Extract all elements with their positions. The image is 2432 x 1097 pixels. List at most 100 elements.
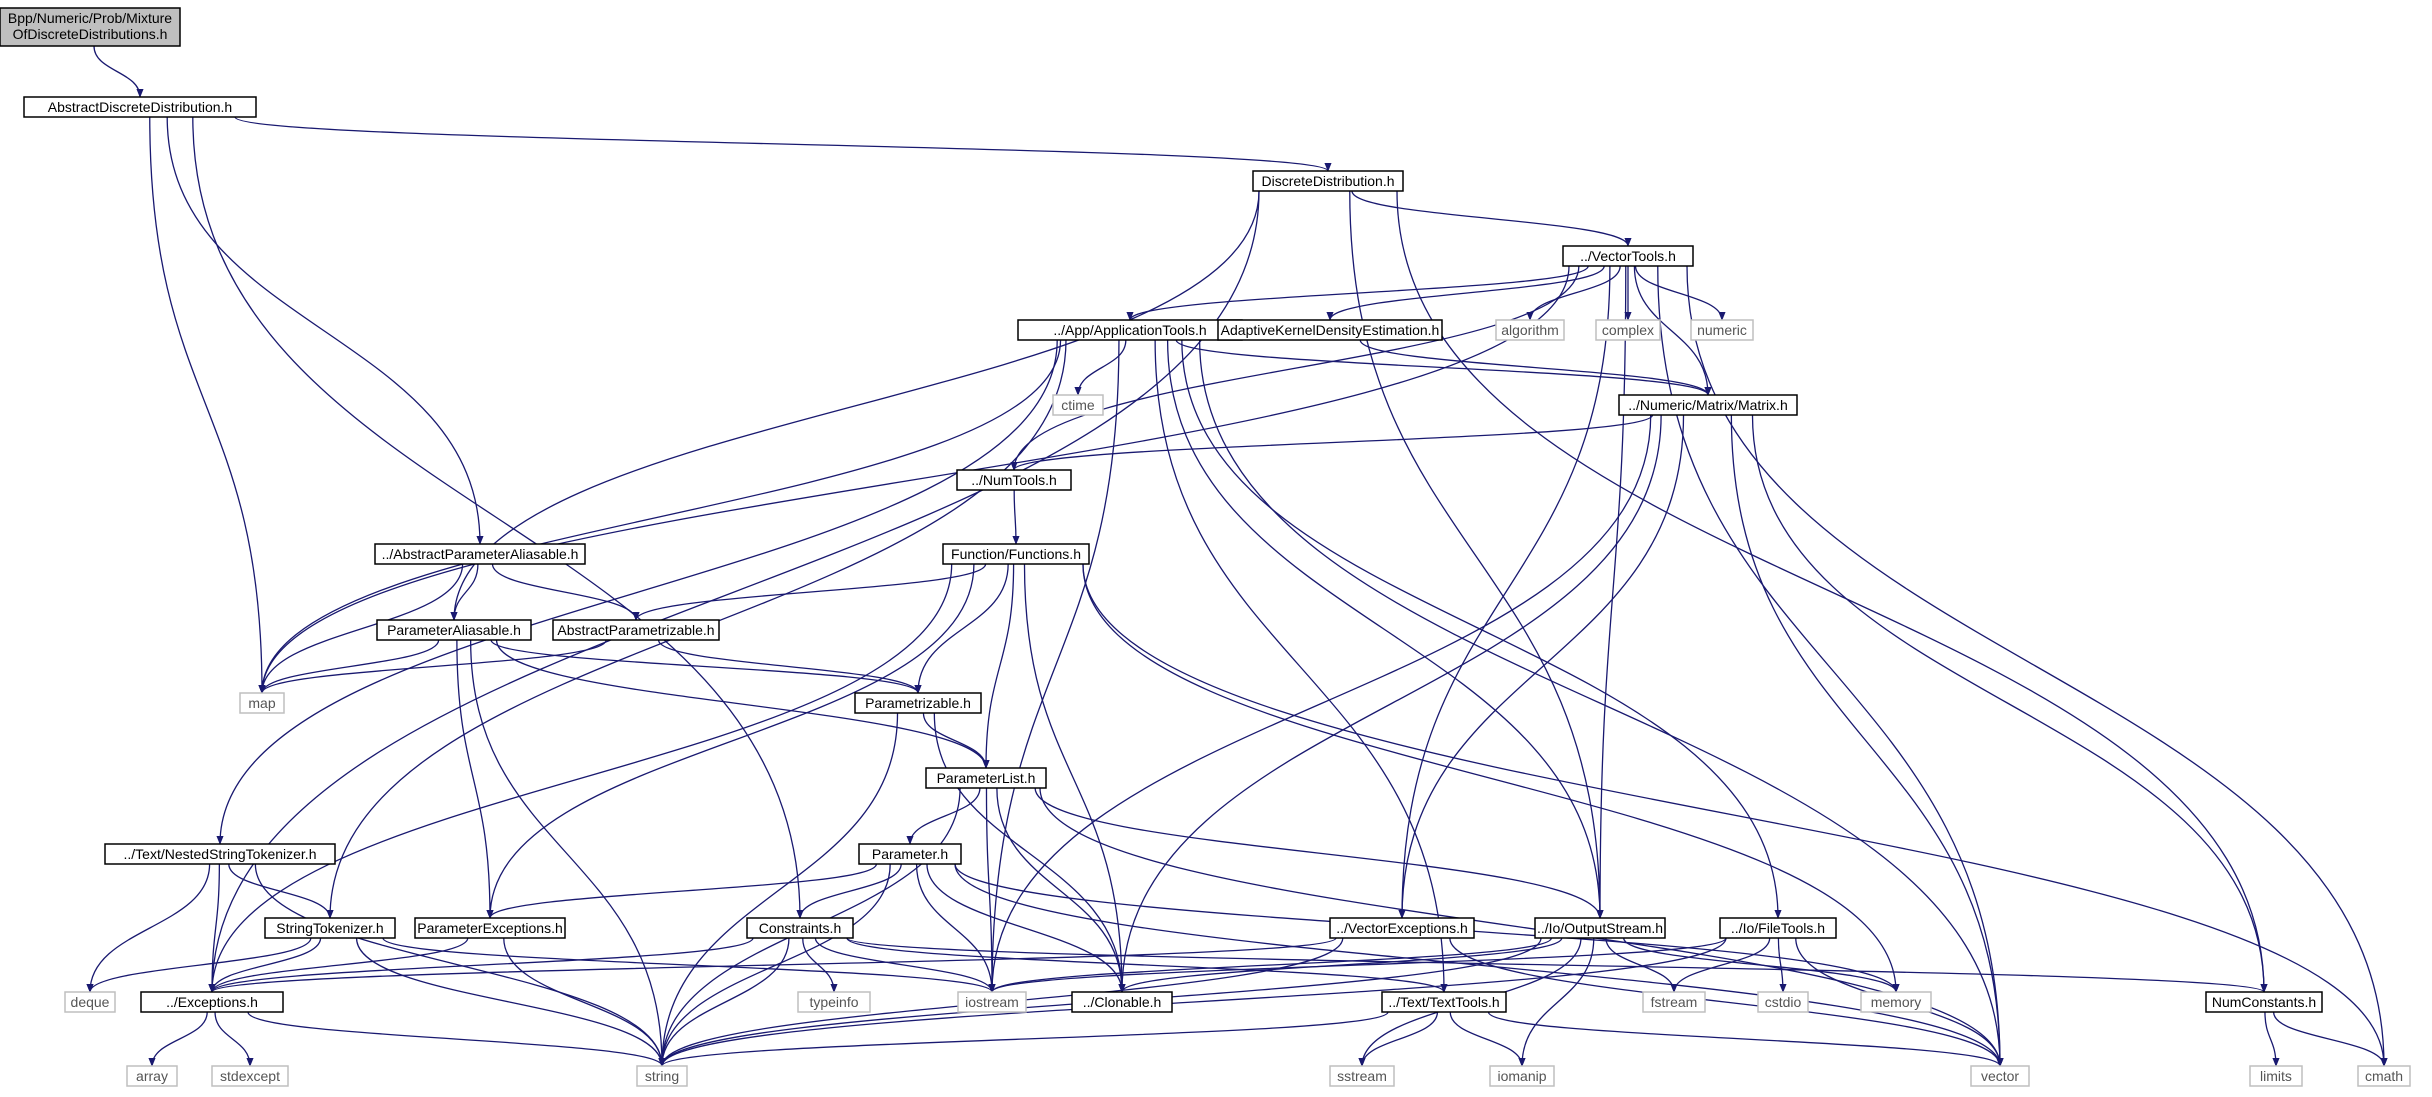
nodes: Bpp/Numeric/Prob/MixtureOfDiscreteDistri… bbox=[0, 7, 2411, 1087]
node-array[interactable]: array bbox=[126, 1065, 178, 1087]
edge-numconst-to-cmath bbox=[2272, 1011, 2388, 1067]
node-stdexcept[interactable]: stdexcept bbox=[211, 1065, 289, 1087]
node-clonable[interactable]: ../Clonable.h bbox=[1071, 991, 1173, 1013]
edge-plist-to-iostream bbox=[985, 787, 996, 993]
node-label: StringTokenizer.h bbox=[276, 920, 383, 936]
edge-nst-to-deque bbox=[86, 863, 211, 993]
node-constraints[interactable]: Constraints.h bbox=[746, 917, 854, 939]
node-root[interactable]: Bpp/Numeric/Prob/MixtureOfDiscreteDistri… bbox=[0, 7, 181, 47]
node-box bbox=[211, 1065, 289, 1087]
node-memory[interactable]: memory bbox=[1860, 991, 1932, 1013]
edge-vtools-to-map bbox=[258, 265, 1570, 694]
node-vector[interactable]: vector bbox=[1970, 1065, 2030, 1087]
node-numeric[interactable]: numeric bbox=[1690, 319, 1754, 341]
edge-pa-to-parametrizable bbox=[490, 639, 922, 694]
node-label: ctime bbox=[1061, 397, 1095, 413]
node-label: cmath bbox=[2365, 1068, 2403, 1084]
node-label: AdaptiveKernelDensityEstimation.h bbox=[1221, 322, 1440, 338]
node-box bbox=[374, 543, 586, 565]
edge-apptools-to-map bbox=[258, 339, 1062, 694]
node-box bbox=[264, 917, 396, 939]
node-functions[interactable]: Function/Functions.h bbox=[942, 543, 1090, 565]
node-algorithm[interactable]: algorithm bbox=[1495, 319, 1565, 341]
node-exc[interactable]: ../Exceptions.h bbox=[140, 991, 284, 1013]
node-ostream[interactable]: ../Io/OutputStream.h bbox=[1534, 917, 1666, 939]
node-apptools[interactable]: ../App/ApplicationTools.h bbox=[1017, 319, 1243, 341]
node-label: ../VectorTools.h bbox=[1580, 248, 1676, 264]
node-label: numeric bbox=[1697, 322, 1747, 338]
edge-st-to-exc bbox=[208, 937, 322, 993]
edge-parameter-to-constraints bbox=[796, 863, 902, 919]
node-matrix[interactable]: ../Numeric/Matrix/Matrix.h bbox=[1618, 394, 1798, 416]
edge-ap-to-parametrizable bbox=[657, 639, 922, 694]
node-vtools[interactable]: ../VectorTools.h bbox=[1562, 245, 1694, 267]
edge-ddist-to-ostream bbox=[1349, 190, 1604, 919]
node-filetools[interactable]: ../Io/FileTools.h bbox=[1719, 917, 1837, 939]
node-limits[interactable]: limits bbox=[2249, 1065, 2303, 1087]
edge-plist-to-ostream bbox=[1034, 787, 1604, 919]
node-label: NumConstants.h bbox=[2212, 994, 2316, 1010]
node-parameter[interactable]: Parameter.h bbox=[858, 843, 962, 865]
node-cstdio[interactable]: cstdio bbox=[1757, 991, 1809, 1013]
node-st[interactable]: StringTokenizer.h bbox=[264, 917, 396, 939]
edge-adist-to-constraints bbox=[192, 116, 804, 919]
node-pexc[interactable]: ParameterExceptions.h bbox=[414, 917, 566, 939]
edge-vtools-to-vexc bbox=[1398, 265, 1611, 919]
edge-vtools-to-cmath bbox=[1686, 265, 2388, 1067]
node-numconst[interactable]: NumConstants.h bbox=[2205, 991, 2323, 1013]
edge-numtools-to-functions bbox=[1012, 489, 1020, 545]
node-label: ParameterExceptions.h bbox=[417, 920, 563, 936]
node-label: Constraints.h bbox=[759, 920, 841, 936]
node-map[interactable]: map bbox=[239, 692, 285, 714]
node-label: complex bbox=[1602, 322, 1654, 338]
edge-texttools-to-sstream bbox=[1358, 1011, 1439, 1067]
node-iostream[interactable]: iostream bbox=[957, 991, 1027, 1013]
edge-constraints-to-numconst bbox=[846, 937, 2268, 993]
edge-parameter-to-clonable bbox=[926, 863, 1126, 993]
node-deque[interactable]: deque bbox=[64, 991, 116, 1013]
edge-pexc-to-string bbox=[503, 937, 666, 1067]
node-string[interactable]: string bbox=[636, 1065, 688, 1087]
edge-pexc-to-exc bbox=[208, 937, 469, 993]
edge-matrix-to-clonable bbox=[1118, 414, 1662, 993]
node-ctime[interactable]: ctime bbox=[1052, 394, 1104, 416]
edge-vtools-to-ostream bbox=[1596, 265, 1627, 919]
edge-texttools-to-iomanip bbox=[1449, 1011, 1526, 1067]
edge-ddist-to-pa bbox=[450, 190, 1260, 621]
edge-plist-to-vector bbox=[1039, 787, 2004, 1067]
edge-ddist-to-numconst bbox=[1396, 190, 2268, 993]
edge-vtools-to-algorithm bbox=[1526, 265, 1621, 321]
node-plist[interactable]: ParameterList.h bbox=[925, 767, 1047, 789]
edge-adist-to-map bbox=[149, 116, 266, 694]
edge-apptools-to-vector bbox=[1198, 339, 2004, 1067]
node-texttools[interactable]: ../Text/TextTools.h bbox=[1381, 991, 1507, 1013]
edge-constraints-to-string bbox=[658, 937, 790, 1067]
node-fstream[interactable]: fstream bbox=[1642, 991, 1706, 1013]
node-apa[interactable]: ../AbstractParameterAliasable.h bbox=[374, 543, 586, 565]
node-parametrizable[interactable]: Parametrizable.h bbox=[854, 692, 982, 714]
node-akde[interactable]: AdaptiveKernelDensityEstimation.h bbox=[1217, 319, 1443, 341]
node-box bbox=[1489, 1065, 1555, 1087]
edge-st-to-string bbox=[355, 937, 666, 1067]
node-typeinfo[interactable]: typeinfo bbox=[797, 991, 871, 1013]
node-box bbox=[64, 991, 116, 1013]
node-sstream[interactable]: sstream bbox=[1329, 1065, 1395, 1087]
node-box bbox=[957, 991, 1027, 1013]
node-adist[interactable]: AbstractDiscreteDistribution.h bbox=[23, 96, 257, 118]
node-vexc[interactable]: ../VectorExceptions.h bbox=[1329, 917, 1475, 939]
node-box bbox=[2357, 1065, 2411, 1087]
node-label: ../App/ApplicationTools.h bbox=[1053, 322, 1206, 338]
node-numtools[interactable]: ../NumTools.h bbox=[956, 469, 1072, 491]
edge-root-to-adist bbox=[93, 45, 144, 98]
node-cmath[interactable]: cmath bbox=[2357, 1065, 2411, 1087]
node-ap[interactable]: AbstractParametrizable.h bbox=[552, 619, 720, 641]
node-pa[interactable]: ParameterAliasable.h bbox=[376, 619, 532, 641]
node-nst[interactable]: ../Text/NestedStringTokenizer.h bbox=[104, 843, 336, 865]
edge-apa-to-ap bbox=[491, 563, 640, 621]
node-label: cstdio bbox=[1765, 994, 1802, 1010]
node-iomanip[interactable]: iomanip bbox=[1489, 1065, 1555, 1087]
node-complex[interactable]: complex bbox=[1595, 319, 1661, 341]
node-label: iostream bbox=[965, 994, 1019, 1010]
edge-functions-to-parametrizable bbox=[914, 563, 1009, 694]
node-ddist[interactable]: DiscreteDistribution.h bbox=[1252, 170, 1404, 192]
